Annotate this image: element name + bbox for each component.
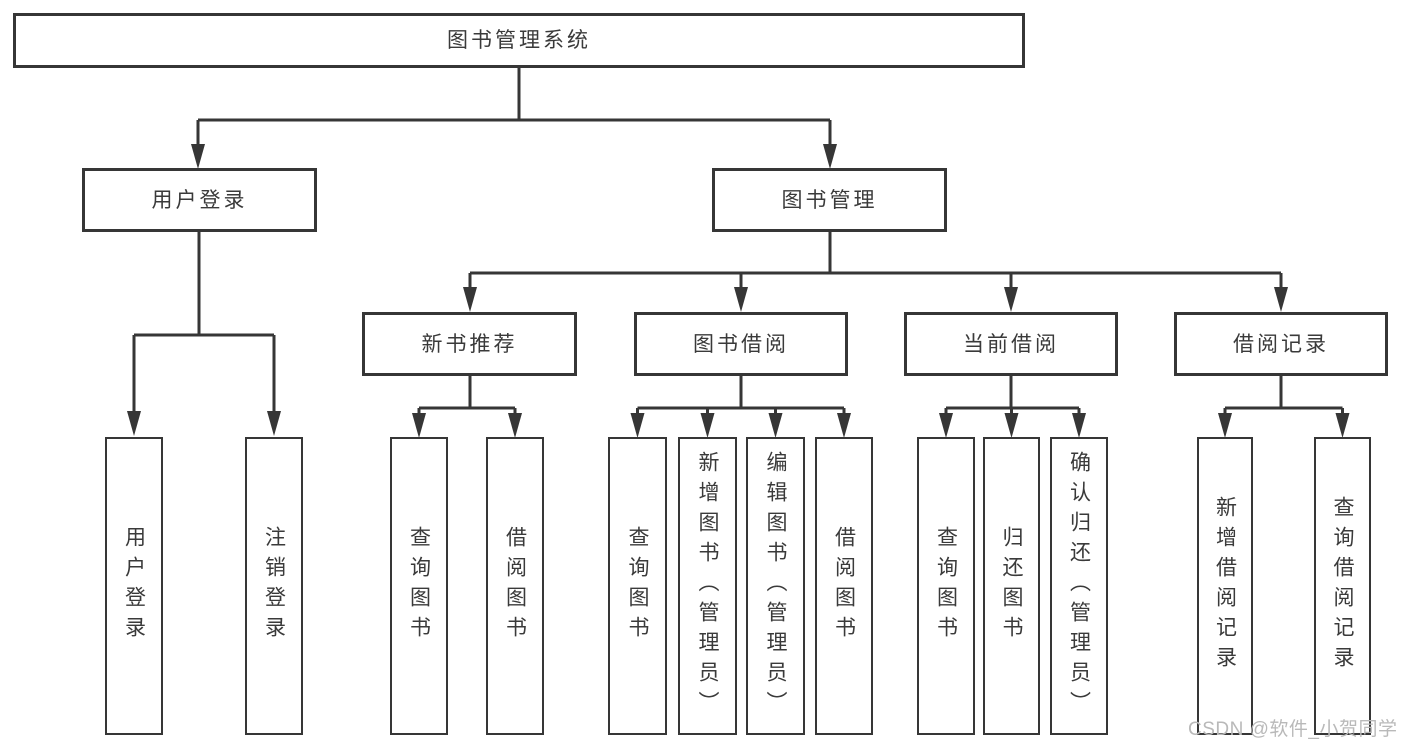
- arrow-down-icon: [837, 413, 851, 438]
- node-label: 用户登录: [122, 526, 146, 646]
- leaf-add-borrow-record: 新增借阅记录: [1197, 437, 1253, 735]
- arrow-down-icon: [823, 144, 837, 169]
- arrow-down-icon: [1004, 287, 1018, 312]
- node-new-book-recommendation: 新书推荐: [362, 312, 577, 376]
- node-label: 用户登录: [151, 188, 248, 212]
- node-book-borrowing: 图书借阅: [634, 312, 848, 376]
- arrow-down-icon: [127, 411, 141, 436]
- leaf-logout: 注销登录: [245, 437, 303, 735]
- arrow-down-icon: [1274, 287, 1288, 312]
- arrow-down-icon: [1218, 413, 1232, 438]
- leaf-query-books-1: 查询图书: [390, 437, 448, 735]
- node-label: 图书管理: [781, 188, 878, 212]
- arrow-down-icon: [768, 413, 783, 438]
- leaf-borrow-books-2: 借阅图书: [815, 437, 873, 735]
- node-label: 确认归还（管理员）: [1067, 451, 1091, 721]
- node-label: 图书借阅: [693, 332, 789, 356]
- node-library-management-system: 图书管理系统: [13, 13, 1025, 68]
- leaf-return-books: 归还图书: [983, 437, 1040, 735]
- arrow-down-icon: [267, 411, 281, 436]
- node-label: 查询图书: [407, 526, 431, 646]
- node-label: 新书推荐: [421, 332, 518, 356]
- node-label: 编辑图书（管理员）: [764, 451, 787, 721]
- leaf-query-books-3: 查询图书: [917, 437, 975, 735]
- node-borrowing-records: 借阅记录: [1174, 312, 1388, 376]
- arrow-down-icon: [630, 413, 645, 438]
- node-label: 查询借阅记录: [1331, 496, 1354, 676]
- node-label: 借阅记录: [1233, 332, 1329, 356]
- leaf-query-borrow-record: 查询借阅记录: [1314, 437, 1371, 735]
- node-label: 当前借阅: [963, 332, 1059, 356]
- leaf-confirm-return-admin: 确认归还（管理员）: [1050, 437, 1108, 735]
- leaf-user-login: 用户登录: [105, 437, 163, 735]
- node-label: 借阅图书: [832, 526, 856, 646]
- arrow-down-icon: [191, 144, 205, 169]
- leaf-query-books-2: 查询图书: [608, 437, 667, 735]
- leaf-edit-book-admin: 编辑图书（管理员）: [746, 437, 805, 735]
- arrow-down-icon: [1072, 413, 1086, 438]
- node-label: 新增图书（管理员）: [696, 451, 719, 721]
- node-current-borrowing: 当前借阅: [904, 312, 1118, 376]
- watermark: CSDN @软件_小贺同学: [1188, 719, 1398, 740]
- leaf-add-book-admin: 新增图书（管理员）: [678, 437, 737, 735]
- leaf-borrow-books-1: 借阅图书: [486, 437, 544, 735]
- arrow-down-icon: [939, 413, 953, 438]
- arrow-down-icon: [508, 413, 522, 438]
- node-label: 查询图书: [626, 526, 649, 646]
- node-label: 图书管理系统: [447, 29, 591, 52]
- node-label: 注销登录: [262, 526, 286, 646]
- node-label: 查询图书: [934, 526, 958, 646]
- arrow-down-icon: [1004, 413, 1019, 438]
- node-user-login: 用户登录: [82, 168, 317, 232]
- node-label: 归还图书: [1000, 526, 1023, 646]
- arrow-down-icon: [700, 413, 715, 438]
- arrow-down-icon: [412, 413, 426, 438]
- arrow-down-icon: [1335, 413, 1350, 438]
- arrow-down-icon: [734, 287, 748, 312]
- node-label: 借阅图书: [503, 526, 527, 646]
- node-book-management: 图书管理: [712, 168, 947, 232]
- node-label: 新增借阅记录: [1213, 496, 1237, 676]
- arrow-down-icon: [463, 287, 477, 312]
- connector-path: [132, 68, 1344, 415]
